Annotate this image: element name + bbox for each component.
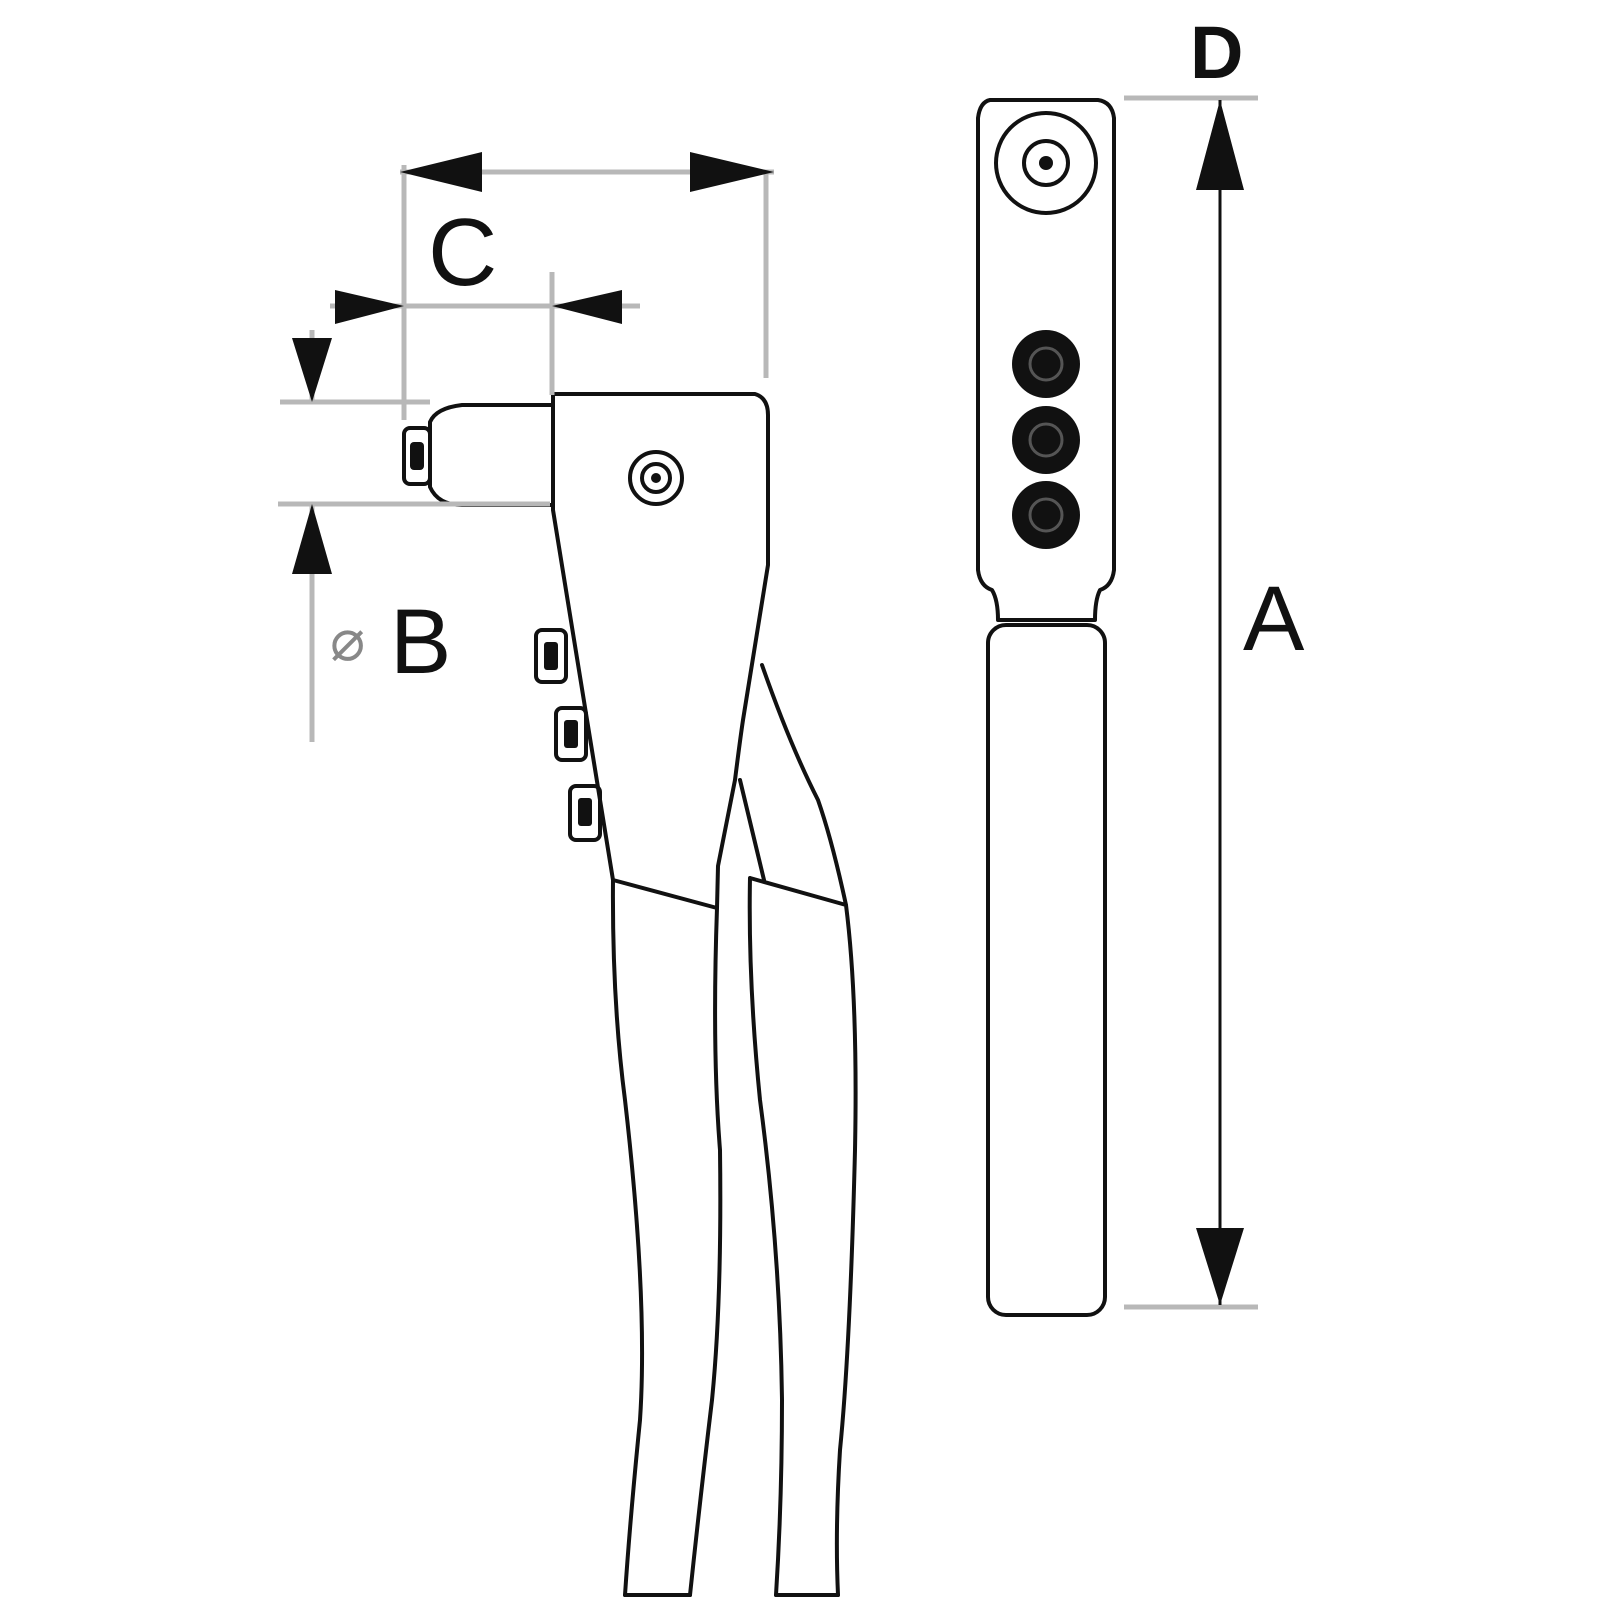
pivot-bolt-center [651,473,661,483]
left-handle [610,878,723,1597]
edge-pivot-mid [1022,139,1070,187]
dim-c-arrow-right [690,152,774,192]
lever-inner-edge [738,778,766,882]
edge-stored-nozzles [1012,330,1080,549]
dimension-a: A [1124,95,1305,1310]
side-view-rivet-tool [402,392,858,1597]
edge-head-block [976,98,1116,622]
dimension-c: C [400,152,774,420]
dim-c-arrow-left [400,152,482,192]
dim-d-label: D [1190,11,1243,94]
lever-arm [760,663,848,907]
right-handle [747,876,858,1597]
nose-tip-nut [402,426,432,486]
dim-a-label: A [1243,568,1305,670]
dimension-b: ⌀ B [278,330,550,742]
dim-b-diameter-symbol: ⌀ [330,608,365,673]
dim-b-label: B [390,591,451,693]
pivot-bolt-inner [640,462,672,494]
edge-view-rivet-tool [976,98,1116,1317]
edge-handle [986,623,1107,1317]
edge-pivot-outer [994,111,1098,215]
dim-a-arrow-bottom [1196,1228,1244,1305]
spare-nozzles [534,628,602,842]
edge-pivot-center [1039,156,1053,170]
nose-piece [428,403,555,507]
pivot-bolt-outer [628,450,684,506]
dim-c-label: C [428,199,497,306]
dimension-d: D [1190,11,1243,94]
dimension-nose-length [330,272,640,395]
dim-a-arrow-top [1196,100,1244,190]
nose-tip-core [410,442,424,470]
tool-head-body [551,392,770,910]
dim-b-arrow-top [292,338,332,402]
dim-b-arrow-bottom [292,504,332,574]
